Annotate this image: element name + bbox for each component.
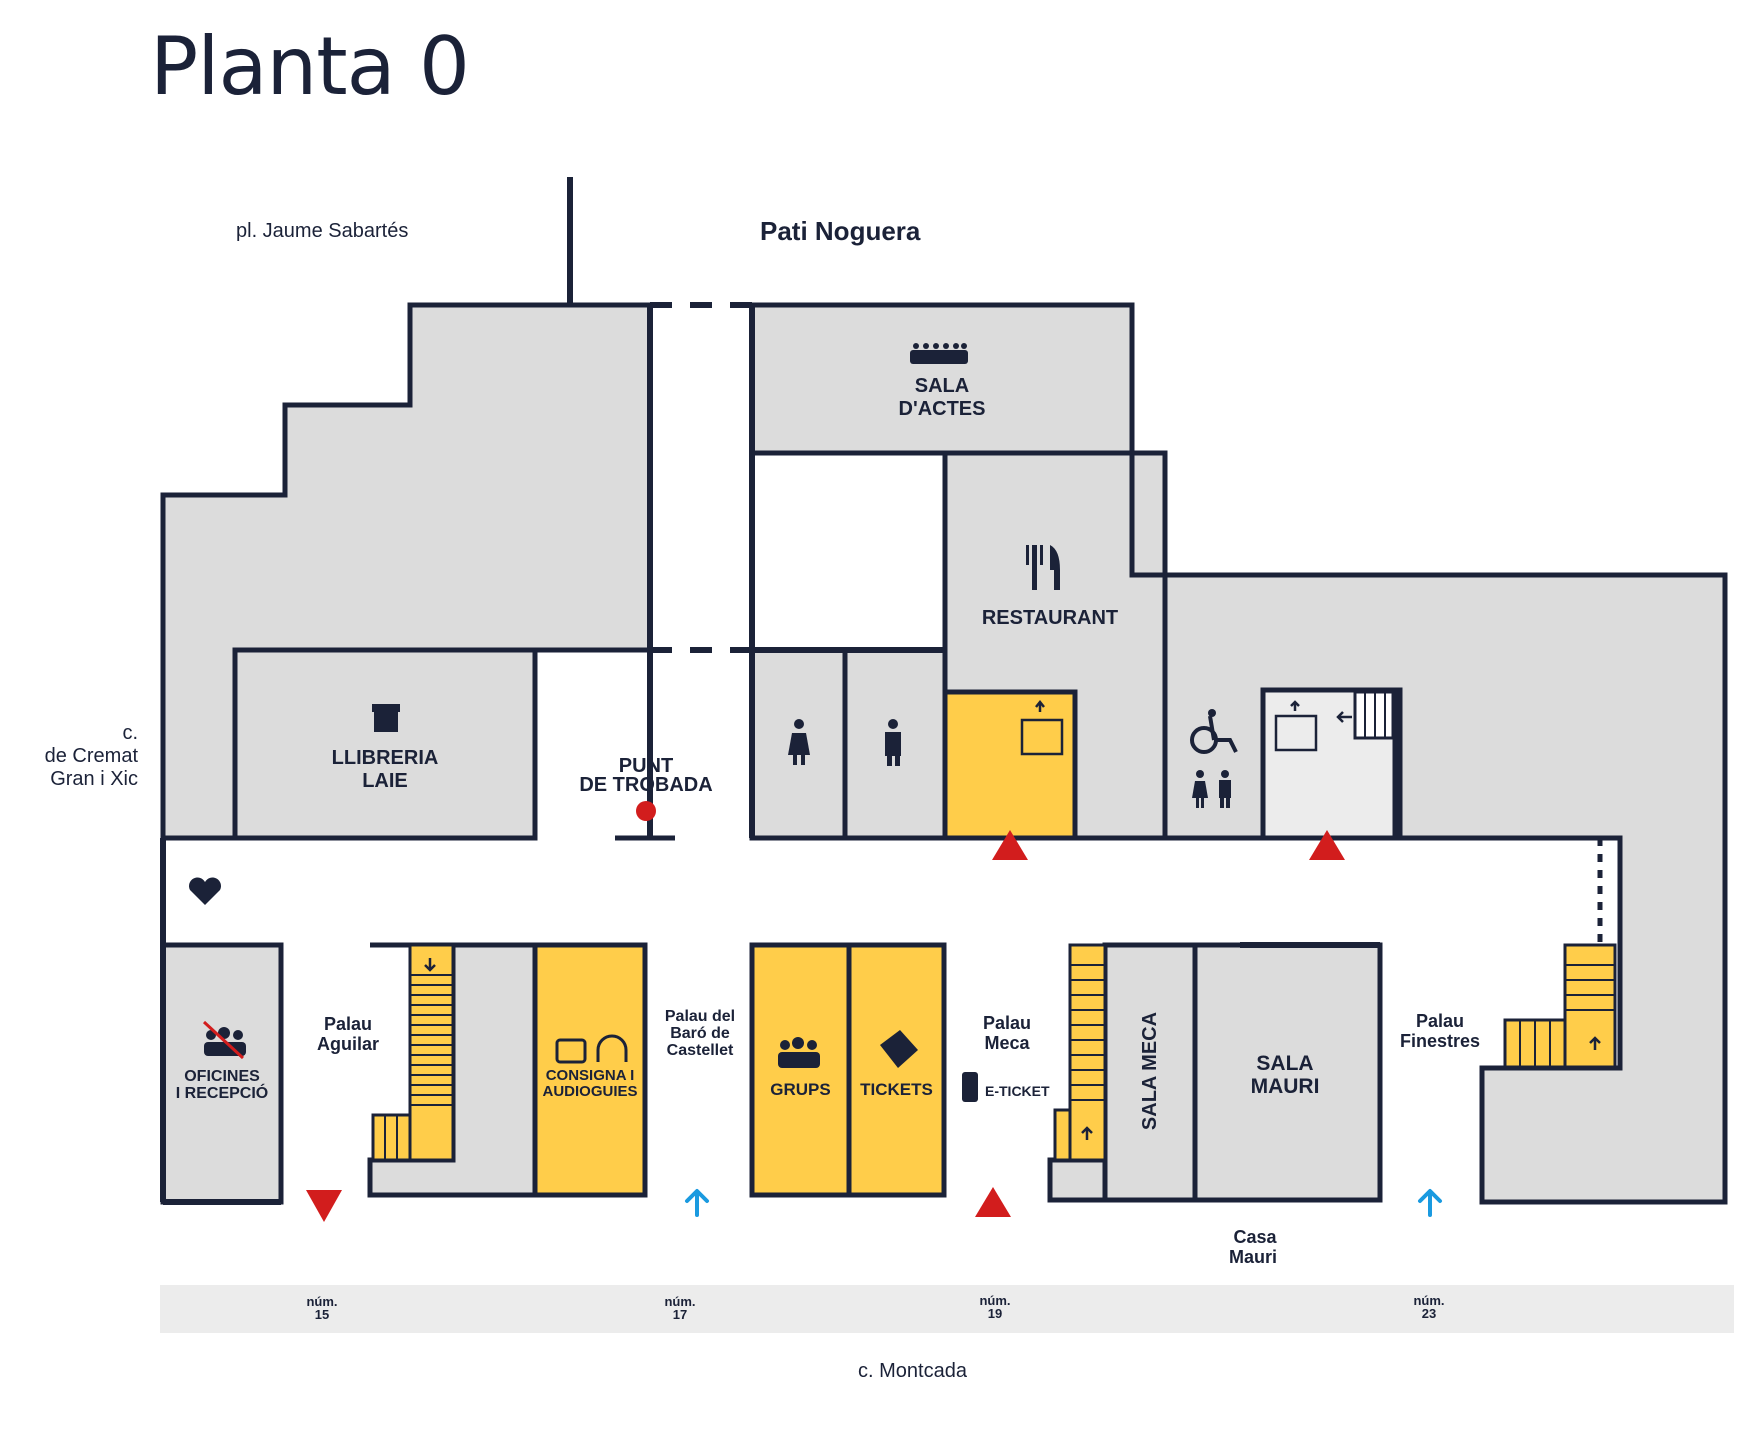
label-punt-2: DE TROBADA [579,774,713,796]
label-llibreria-2: LAIE [362,770,408,792]
label-llibreria-1: LLIBRERIA [331,747,439,769]
label-oficines-2: I RECEPCIÓ [175,1085,269,1102]
label-palau-meca-2: Meca [984,1033,1030,1053]
page-title: Planta 0 [150,20,470,113]
stairs-aguilar-landing [371,1113,412,1162]
women-wc-icon [788,719,810,765]
gift-icon [372,704,400,732]
label-sala-mauri-2: MAURI [1250,1075,1320,1098]
room-sala-mauri [1192,942,1383,1203]
label-eticket: E-TICKET [985,1083,1050,1099]
label-tickets: TICKETS [860,1080,933,1099]
stairs-icon [424,958,1601,1140]
wheelchair-icon [1190,715,1238,754]
room-tickets [846,942,947,1198]
lift-icon [1274,700,1352,752]
room-sala-meca [1102,942,1198,1203]
entrance-arrow-icon [992,830,1028,860]
room-grups [749,942,852,1198]
street-montcada: c. Montcada [858,1360,967,1382]
label-oficines-1: OFICINES [184,1068,260,1085]
number-23: 23 [1421,1306,1437,1321]
label-sala-actes-1: SALA [914,375,970,397]
number-17-label: núm. [664,1294,696,1309]
restaurant-icon [1026,545,1060,590]
entrance-arrow-icon [1418,1189,1442,1217]
meeting-point-icon [636,801,656,821]
street-cremat-c: c. [122,722,138,744]
auditorium-seats-icon [910,343,968,364]
men-wc-icon [885,719,901,766]
locker-icon [555,1038,587,1064]
entrance-arrow-icon [975,1187,1011,1217]
label-consigna-2: AUDIOGUIES [542,1083,638,1100]
stairs-finestres [1563,943,1617,1069]
number-15-label: núm. [306,1294,338,1309]
label-palau-castellet-3: Castellet [666,1042,734,1059]
number-19: 19 [987,1306,1003,1321]
street-cremat-2: Gran i Xic [50,768,138,790]
label-palau-aguilar-1: Palau [323,1014,373,1034]
label-punt-1: PUNT [618,755,674,777]
number-15: 15 [314,1307,330,1322]
street-cremat-1: de Cremat [44,745,138,767]
entrance-arrow-icon [1309,830,1345,860]
groups-icon [778,1037,820,1068]
label-palau-castellet-1: Palau del [664,1008,736,1025]
street-band [160,1285,1734,1333]
mobile-ticket-icon [962,1072,978,1102]
toilets-icon [1192,770,1231,808]
label-palau-finestres-1: Palau [1415,1011,1465,1031]
courtyard-pati-noguera: Pati Noguera [760,216,921,246]
headphones-icon [596,1034,628,1062]
stairs-meca-landing [1053,1108,1072,1162]
label-casa-mauri-2: Mauri [1228,1247,1277,1267]
ticket-icon [880,1030,918,1068]
label-palau-castellet-2: Baró de [670,1025,730,1042]
label-sala-meca: SALA MECA [1139,1011,1161,1131]
room-consigna [532,942,648,1198]
stairs-aguilar [408,943,455,1162]
entrance-arrow-icon [685,1189,709,1217]
meca-stair-block [1047,1157,1108,1203]
label-casa-mauri-1: Casa [1233,1227,1277,1247]
exit-arrow-icon [306,1190,342,1222]
room-llibreria-laie [232,647,538,841]
first-aid-icon [189,877,221,905]
room-lift-east [1260,687,1398,841]
number-17: 17 [672,1307,688,1322]
lift-icon [1020,699,1064,756]
number-19-label: núm. [979,1293,1011,1308]
label-consigna-1: CONSIGNA I [545,1067,635,1084]
label-sala-mauri-1: SALA [1256,1052,1314,1075]
label-palau-finestres-2: Finestres [1399,1031,1481,1051]
label-restaurant: RESTAURANT [981,607,1119,629]
label-grups: GRUPS [770,1080,831,1099]
room-lift-west [942,689,1078,841]
label-palau-aguilar-2: Aguilar [316,1034,379,1054]
street-jaume-sabartes: pl. Jaume Sabartés [236,220,409,242]
number-23-label: núm. [1413,1293,1445,1308]
label-palau-meca-1: Palau [982,1013,1032,1033]
label-sala-actes-2: D'ACTES [898,398,986,420]
east-block [1129,305,1728,1205]
